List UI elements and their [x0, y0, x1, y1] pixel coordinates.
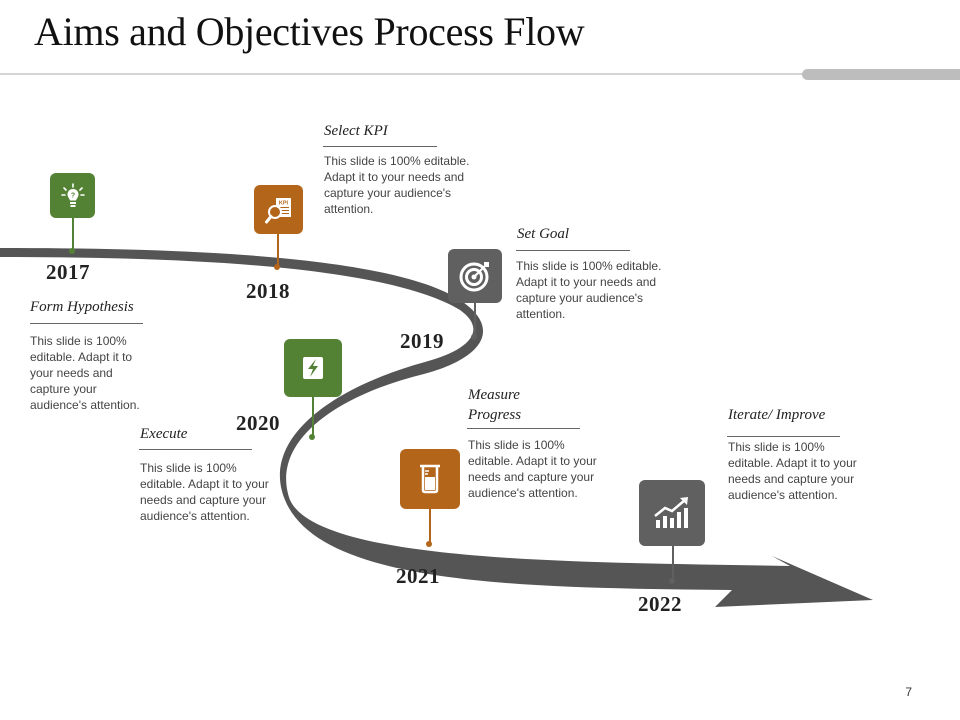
- step-2017-year: 2017: [46, 260, 90, 284]
- step-2017-pin: [72, 218, 74, 250]
- step-2018-title: Select KPI: [324, 123, 388, 139]
- step-2020-pin-dot: [309, 434, 315, 440]
- step-2017-rule: [30, 323, 143, 324]
- step-2021-pin: [429, 509, 431, 543]
- kpi-report-icon: KPI: [264, 197, 291, 223]
- step-2017-pin-dot: [69, 248, 75, 254]
- lightning-icon: [303, 357, 323, 379]
- step-2021-year: 2021: [396, 564, 440, 588]
- step-2019-year: 2019: [400, 329, 444, 353]
- step-2021-rule: [467, 428, 580, 429]
- step-2019-pin: [474, 303, 476, 336]
- step-2019-title: Set Goal: [517, 226, 570, 242]
- beaker-icon: [420, 464, 440, 494]
- page-number: 7: [905, 685, 912, 699]
- step-2020-year: 2020: [236, 411, 280, 435]
- step-2018-description: This slide is 100% editable. Adapt it to…: [324, 154, 470, 216]
- growth-chart-icon: [654, 497, 688, 528]
- target-icon: [459, 262, 489, 292]
- step-2019-pin-dot: [471, 334, 477, 340]
- step-2020-icon-box: [284, 339, 342, 397]
- title-accent-bar: [802, 69, 960, 80]
- step-2020-title: Execute: [140, 426, 188, 442]
- step-2022-title: Iterate/ Improve: [728, 407, 826, 423]
- step-2018-year: 2018: [246, 279, 290, 303]
- step-2019-rule: [516, 250, 630, 251]
- svg-text:?: ?: [70, 192, 74, 199]
- step-2020-pin: [312, 397, 314, 437]
- step-2021-icon-box: [400, 449, 460, 509]
- step-2022-rule: [727, 436, 840, 437]
- step-2022-icon-box: [639, 480, 705, 546]
- step-2021-pin-dot: [426, 541, 432, 547]
- step-2020-rule: [139, 449, 252, 450]
- step-2019-icon-box: [448, 249, 502, 303]
- kpi-label: KPI: [278, 200, 288, 206]
- step-2018-pin-dot: [274, 264, 280, 270]
- title-divider: [0, 73, 810, 75]
- step-2019-description: This slide is 100% editable. Adapt it to…: [516, 259, 662, 321]
- step-2018-pin: [277, 234, 279, 266]
- step-2017-description: This slide is 100% editable. Adapt it to…: [30, 334, 140, 412]
- step-2018-rule: [323, 146, 437, 147]
- step-2022-pin: [672, 546, 674, 580]
- step-2022-pin-dot: [669, 578, 675, 584]
- step-2017-icon-box: ?: [50, 173, 95, 218]
- lightbulb-icon: ?: [60, 182, 85, 207]
- step-2017-title: Form Hypothesis: [30, 299, 134, 315]
- step-2021-description: This slide is 100% editable. Adapt it to…: [468, 438, 597, 500]
- step-2022-description: This slide is 100% editable. Adapt it to…: [728, 440, 857, 502]
- slide-title: Aims and Objectives Process Flow: [34, 9, 585, 54]
- step-2020-description: This slide is 100% editable. Adapt it to…: [140, 461, 269, 523]
- step-2022-year: 2022: [638, 592, 682, 616]
- step-2021-title: Measure Progress: [468, 387, 522, 423]
- road-path: [0, 248, 873, 607]
- step-2018-icon-box: KPI: [254, 185, 303, 234]
